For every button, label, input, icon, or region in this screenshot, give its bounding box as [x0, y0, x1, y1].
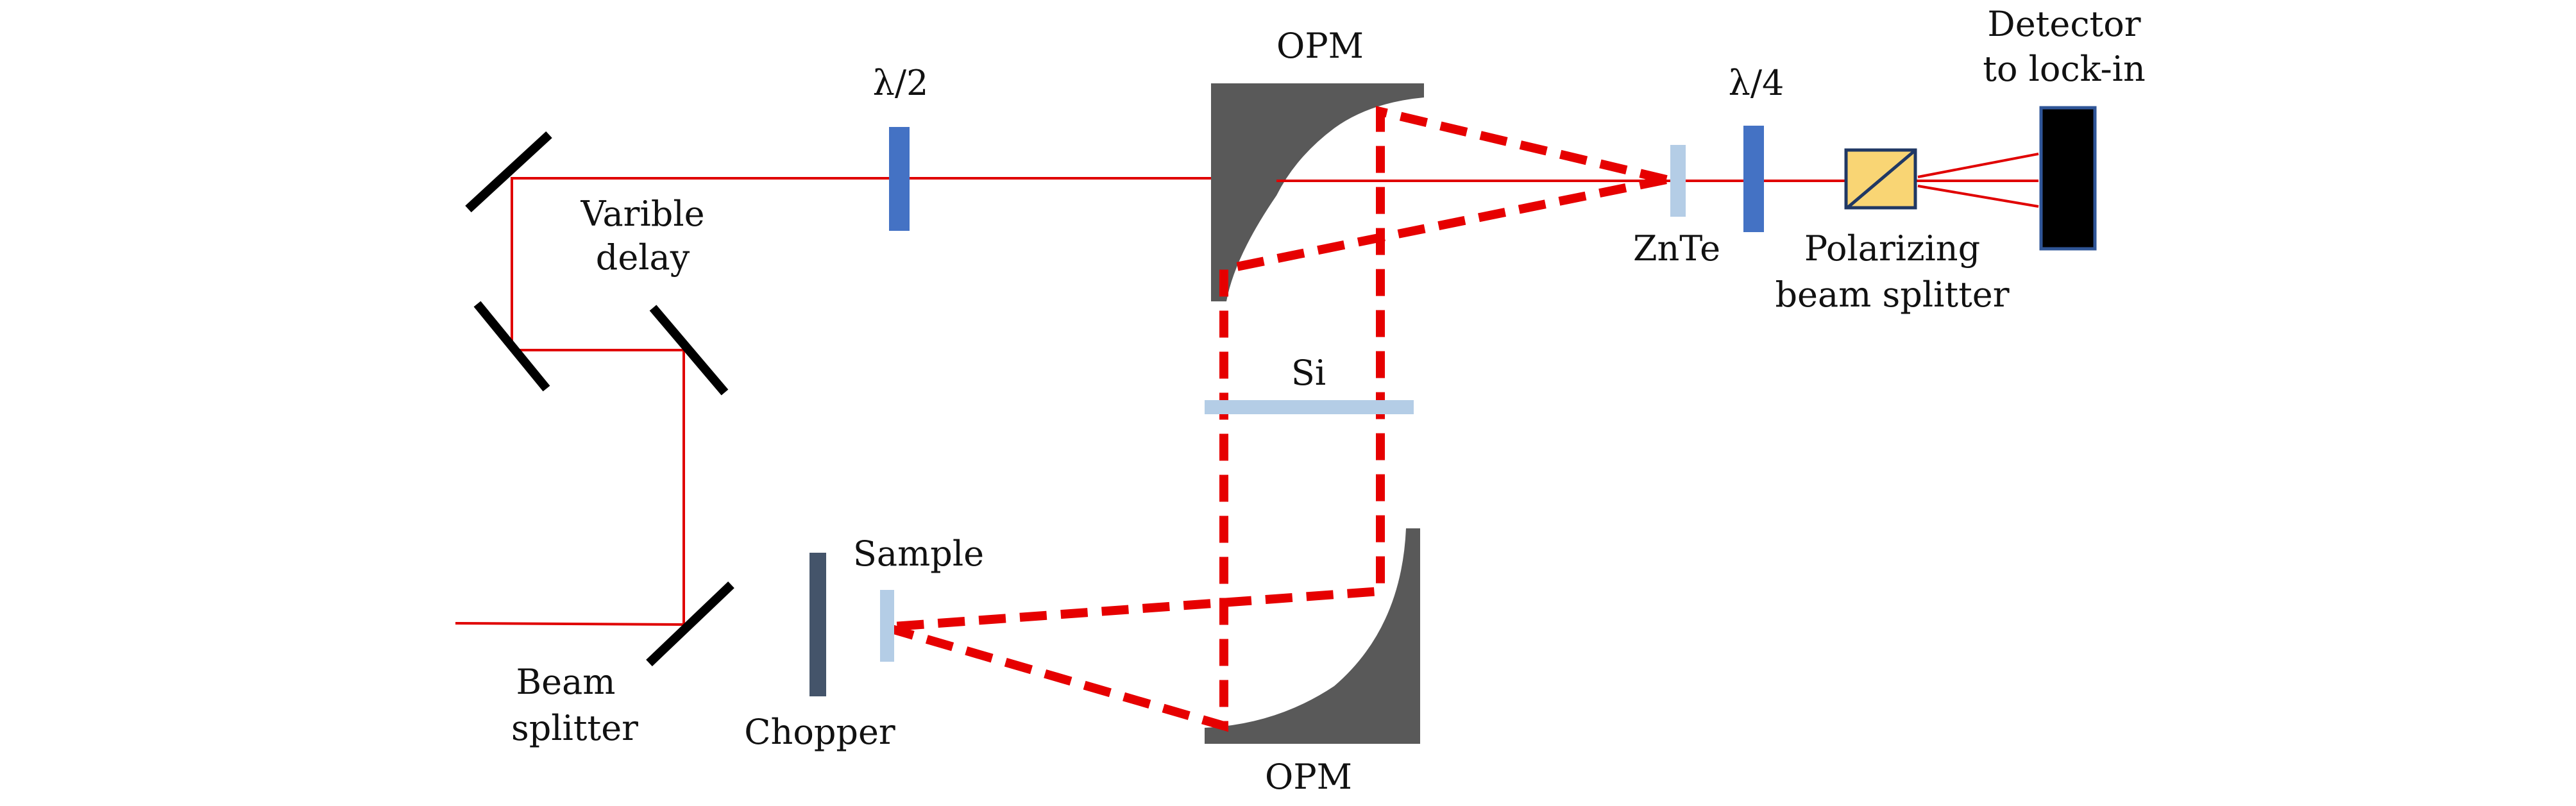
polarizing-beam-splitter: [1844, 148, 1917, 210]
opm-top-mirror: [1211, 83, 1424, 301]
beam-splitter-mirror: [646, 581, 734, 667]
si-wafer: [1205, 400, 1414, 414]
label-detector-line1: Detector: [1987, 4, 2140, 44]
label-quarter-wave: λ/4: [1729, 63, 1784, 103]
label-half-wave: λ/2: [873, 63, 929, 103]
sample-plate: [880, 590, 894, 662]
label-opm-top: OPM: [1276, 26, 1364, 66]
label-beam-splitter-line1: Beam: [516, 662, 615, 702]
label-variable-delay-line2: delay: [596, 237, 690, 278]
label-detector-line2: to lock-in: [1983, 49, 2145, 89]
half-wave-plate: [889, 127, 910, 231]
label-znte: ZnTe: [1633, 228, 1720, 269]
detector: [2039, 106, 2097, 251]
znte-crystal: [1670, 145, 1686, 217]
label-variable-delay-line1: Varible: [580, 194, 704, 234]
label-beam-splitter-line2: splitter: [511, 708, 638, 748]
quarter-wave-plate: [1743, 126, 1764, 232]
label-sample: Sample: [853, 533, 984, 574]
chopper-blade: [809, 553, 826, 696]
mirror-delay-lower-left: [473, 301, 550, 392]
label-opm-bottom: OPM: [1265, 757, 1352, 797]
mirror-delay-right: [649, 305, 729, 396]
opm-bottom-mirror: [1205, 528, 1420, 744]
thz-beam-path: [884, 106, 1668, 732]
label-polarizing-line1: Polarizing: [1804, 228, 1980, 269]
mirror-top-left: [465, 131, 552, 213]
label-polarizing-line2: beam splitter: [1775, 274, 2009, 315]
label-chopper: Chopper: [744, 712, 895, 752]
label-si: Si: [1291, 353, 1326, 393]
